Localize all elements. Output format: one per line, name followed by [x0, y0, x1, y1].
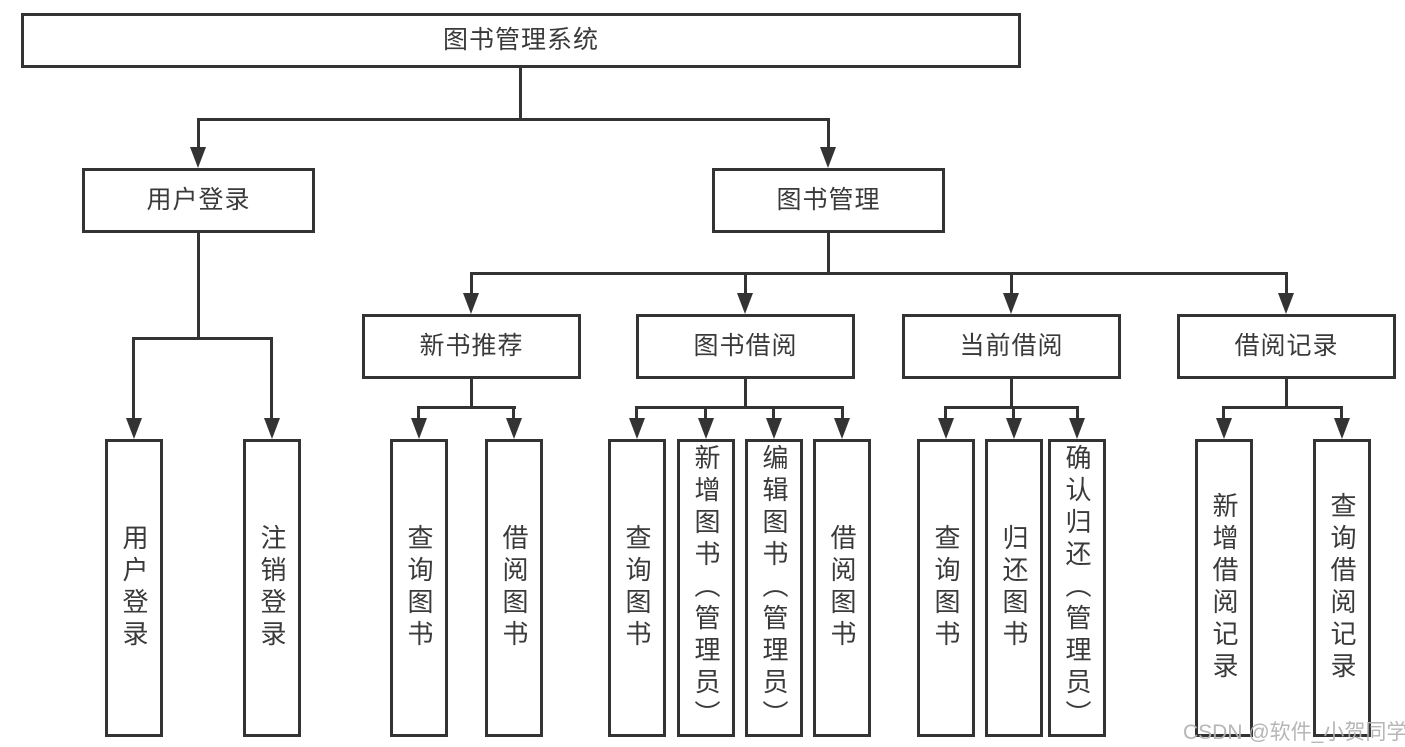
connector-line	[470, 272, 1288, 275]
leaf-query-borrow-record: 查询借阅记录	[1313, 439, 1371, 737]
connector-line	[1340, 406, 1343, 421]
arrow-down-icon	[1069, 418, 1085, 439]
leaf-return-books: 归还图书	[985, 439, 1043, 737]
node-book-borrowing: 图书借阅	[636, 314, 855, 379]
node-label: 图书管理	[776, 186, 881, 214]
arrow-down-icon	[820, 147, 836, 168]
node-new-book-recommend: 新书推荐	[362, 314, 581, 379]
leaf-logout: 注销登录	[243, 439, 301, 737]
node-label: 查询图书	[404, 524, 434, 652]
connector-line	[1285, 272, 1288, 296]
node-label: 查询图书	[931, 524, 961, 652]
leaf-query-books: 查询图书	[390, 439, 448, 737]
connector-line	[635, 406, 638, 421]
connector-line	[197, 233, 200, 340]
leaf-user-login: 用户登录	[105, 439, 163, 737]
node-label: 归还图书	[999, 524, 1029, 652]
leaf-add-books-admin: 新增图书（管理员）	[677, 439, 735, 737]
arrow-down-icon	[1003, 293, 1019, 314]
csdn-watermark: CSDN @软件_小贺同学	[1183, 721, 1405, 744]
connector-line	[944, 406, 947, 421]
arrow-down-icon	[506, 418, 522, 439]
connector-line	[270, 337, 273, 421]
arrow-down-icon	[1006, 418, 1022, 439]
connector-line	[470, 272, 473, 296]
arrow-down-icon	[938, 418, 954, 439]
connector-line	[841, 406, 844, 421]
arrow-down-icon	[1278, 293, 1294, 314]
arrow-down-icon	[1216, 418, 1232, 439]
connector-line	[132, 337, 135, 421]
node-label: 新增图书（管理员）	[691, 444, 721, 732]
connector-line	[1010, 272, 1013, 296]
connector-line	[1222, 406, 1343, 409]
connector-line	[1010, 379, 1013, 409]
leaf-confirm-return-admin: 确认归还（管理员）	[1048, 439, 1106, 737]
node-label: 借阅图书	[827, 524, 857, 652]
node-label: 用户登录	[146, 186, 251, 214]
arrow-down-icon	[737, 293, 753, 314]
node-label: 查询图书	[622, 524, 652, 652]
leaf-query-books: 查询图书	[608, 439, 666, 737]
node-label: 图书管理系统	[442, 26, 599, 54]
connector-line	[827, 118, 830, 151]
connector-line	[744, 379, 747, 409]
node-label: 注销登录	[257, 524, 287, 652]
connector-line	[944, 406, 1079, 409]
node-label: 确认归还（管理员）	[1062, 444, 1092, 732]
leaf-query-books: 查询图书	[917, 439, 975, 737]
node-library-system: 图书管理系统	[21, 13, 1021, 68]
leaf-borrow-books: 借阅图书	[813, 439, 871, 737]
arrow-down-icon	[834, 418, 850, 439]
node-borrowing-records: 借阅记录	[1177, 314, 1396, 379]
connector-line	[635, 406, 844, 409]
node-label: 借阅图书	[499, 524, 529, 652]
node-label: 新书推荐	[419, 332, 524, 360]
connector-line	[519, 68, 522, 121]
connector-line	[132, 337, 273, 340]
node-current-borrowing: 当前借阅	[902, 314, 1121, 379]
connector-line	[417, 406, 516, 409]
connector-line	[197, 118, 200, 151]
node-label: 当前借阅	[959, 332, 1064, 360]
arrow-down-icon	[1334, 418, 1350, 439]
connector-line	[772, 406, 775, 421]
node-label: 新增借阅记录	[1209, 492, 1239, 684]
connector-line	[1222, 406, 1225, 421]
connector-line	[744, 272, 747, 296]
connector-line	[1285, 379, 1288, 409]
arrow-down-icon	[698, 418, 714, 439]
node-label: 用户登录	[119, 524, 149, 652]
arrow-down-icon	[264, 418, 280, 439]
arrow-down-icon	[411, 418, 427, 439]
connector-line	[1012, 406, 1015, 421]
connector-line	[417, 406, 420, 421]
arrow-down-icon	[766, 418, 782, 439]
connector-line	[1076, 406, 1079, 421]
arrow-down-icon	[629, 418, 645, 439]
leaf-edit-books-admin: 编辑图书（管理员）	[745, 439, 803, 737]
connector-line	[197, 118, 830, 121]
leaf-borrow-books: 借阅图书	[485, 439, 543, 737]
arrow-down-icon	[126, 418, 142, 439]
node-label: 编辑图书（管理员）	[759, 444, 789, 732]
connector-line	[704, 406, 707, 421]
node-user-login: 用户登录	[82, 168, 315, 233]
node-label: 借阅记录	[1234, 332, 1339, 360]
arrow-down-icon	[190, 147, 206, 168]
leaf-add-borrow-record: 新增借阅记录	[1195, 439, 1253, 737]
node-label: 图书借阅	[693, 332, 798, 360]
node-label: 查询借阅记录	[1327, 492, 1357, 684]
connector-line	[512, 406, 515, 421]
connector-line	[470, 379, 473, 409]
arrow-down-icon	[463, 293, 479, 314]
connector-line	[827, 233, 830, 275]
node-book-management: 图书管理	[712, 168, 945, 233]
